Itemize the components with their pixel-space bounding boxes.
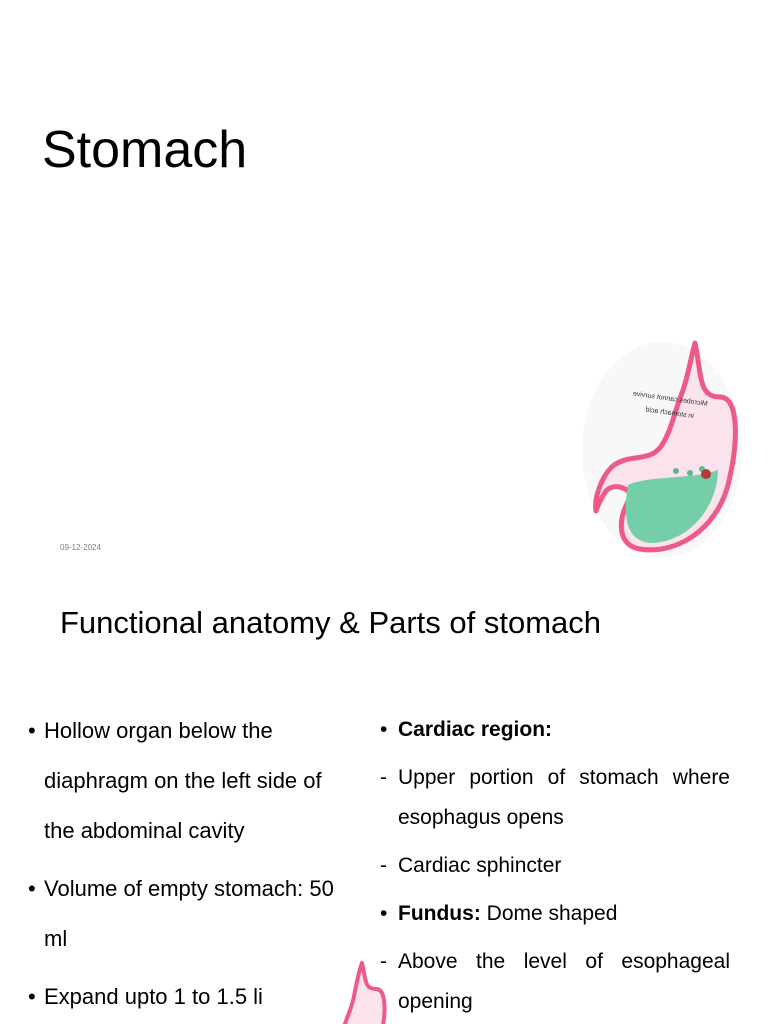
slide-date: 09-12-2024	[60, 543, 101, 552]
right-parts-list: • Cardiac region: - Upper portion of sto…	[380, 710, 730, 1024]
bullet-marker: •	[380, 718, 388, 741]
slide-2: Functional anatomy & Parts of stomach • …	[0, 576, 768, 1024]
slide-title: Stomach	[42, 121, 248, 179]
list-item: - Above the level of esophageal opening	[380, 942, 730, 1022]
left-bullet-list: • Hollow organ below the diaphragm on th…	[28, 706, 358, 1024]
list-item: • Expand upto 1 to 1.5 li	[28, 972, 358, 1022]
list-item: • Fundus: Dome shaped	[380, 894, 730, 934]
list-item: • Cardiac region:	[380, 710, 730, 750]
part-name: Fundus:	[398, 902, 481, 925]
list-item: • Volume of empty stomach: 50 ml	[28, 864, 358, 964]
list-item: • Hollow organ below the diaphragm on th…	[28, 706, 358, 856]
dash-marker: -	[380, 950, 387, 973]
bullet-text: Hollow organ below the diaphragm on the …	[44, 718, 322, 843]
bullet-text: Volume of empty stomach: 50 ml	[44, 876, 334, 951]
stomach-illustration-icon: Microbes cannot survive in stomach acid	[582, 340, 742, 558]
bullet-marker: •	[28, 984, 36, 1009]
slide-1: Stomach 09-12-2024 Microbes cannot survi…	[42, 121, 742, 558]
list-item: - Cardiac sphincter	[380, 846, 730, 886]
part-description: Cardiac sphincter	[398, 854, 562, 877]
part-description: Upper portion of stomach where esophagus…	[398, 766, 730, 829]
part-name: Cardiac region:	[398, 718, 553, 741]
stomach-illustration-partial-icon	[342, 961, 387, 1024]
bullet-marker: •	[28, 876, 36, 901]
bullet-text: Expand upto 1 to 1.5 li	[44, 984, 263, 1009]
bullet-marker: •	[28, 718, 36, 743]
dash-marker: -	[380, 854, 387, 877]
dash-marker: -	[380, 766, 387, 789]
list-item: - Upper portion of stomach where esophag…	[380, 758, 730, 838]
part-description: Dome shaped	[480, 902, 618, 925]
part-description: Above the level of esophageal opening	[398, 950, 730, 1013]
slide-2-title: Functional anatomy & Parts of stomach	[60, 605, 602, 640]
bullet-marker: •	[380, 902, 388, 925]
